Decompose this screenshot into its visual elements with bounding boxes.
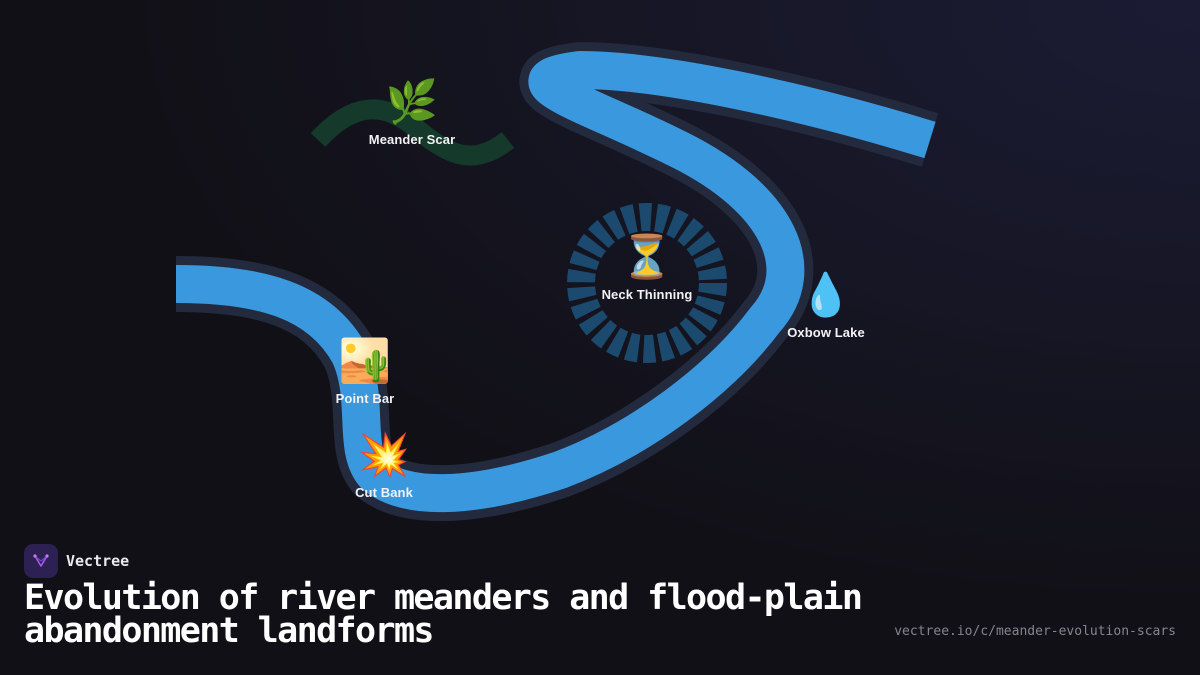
- point-bar-label: Point Bar: [335, 391, 395, 406]
- node-cut-bank: 💥 Cut Bank: [304, 431, 464, 500]
- node-meander-scar: 🌿 Meander Scar: [332, 78, 492, 147]
- meander-scar-label: Meander Scar: [368, 132, 456, 147]
- neck-thinning-label: Neck Thinning: [601, 287, 693, 302]
- node-oxbow-lake: 💧 Oxbow Lake: [746, 271, 906, 340]
- footer-brand: Vectree: [24, 544, 129, 578]
- droplet-icon: 💧: [799, 273, 853, 319]
- page-title: Evolution of river meanders and flood-pl…: [24, 578, 863, 651]
- vectree-logo-icon: [24, 544, 58, 578]
- collision-icon: 💥: [357, 433, 411, 479]
- river-channel: [175, 51, 936, 513]
- meander-scar-path: [310, 99, 515, 166]
- hourglass-icon: ⏳: [620, 235, 674, 281]
- node-neck-thinning: ⏳ Neck Thinning: [567, 233, 727, 302]
- desert-icon: 🏜️: [338, 339, 392, 385]
- cut-bank-label: Cut Bank: [355, 485, 413, 500]
- herb-icon: 🌿: [385, 80, 439, 126]
- brand[interactable]: Vectree: [24, 544, 129, 578]
- source-url[interactable]: vectree.io/c/meander-evolution-scars: [894, 624, 1176, 639]
- brand-name: Vectree: [66, 552, 130, 570]
- neck-thinning-ring: [567, 203, 727, 363]
- node-point-bar: 🏜️ Point Bar: [285, 337, 445, 406]
- oxbow-lake-label: Oxbow Lake: [787, 325, 865, 340]
